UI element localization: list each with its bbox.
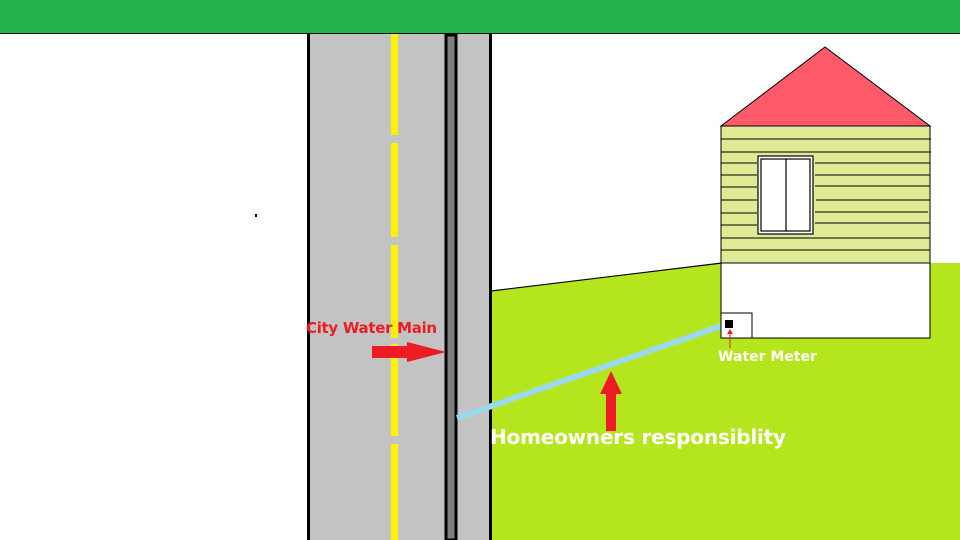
siding-lines bbox=[721, 138, 931, 251]
arrow-meter-icon bbox=[727, 329, 733, 348]
house-roof bbox=[719, 46, 932, 127]
service-pipe bbox=[456, 322, 725, 421]
water-main-pipe bbox=[444, 33, 458, 540]
house-foundation bbox=[720, 262, 931, 339]
stray-dot bbox=[255, 214, 257, 217]
arrow-homeowner-icon bbox=[600, 371, 622, 431]
house-siding bbox=[720, 125, 931, 264]
city-water-main-label: City Water Main bbox=[306, 319, 437, 337]
house-window bbox=[757, 155, 814, 235]
top-green-bar bbox=[0, 0, 960, 34]
arrow-city-main-icon bbox=[372, 342, 446, 362]
water-meter-label: Water Meter bbox=[718, 349, 817, 365]
center-line bbox=[391, 34, 398, 540]
road bbox=[308, 34, 491, 540]
homeowners-responsibility-label: Homeowners responsiblity bbox=[490, 425, 786, 449]
water-meter-icon bbox=[725, 320, 733, 328]
grass-edge-line bbox=[490, 262, 723, 292]
